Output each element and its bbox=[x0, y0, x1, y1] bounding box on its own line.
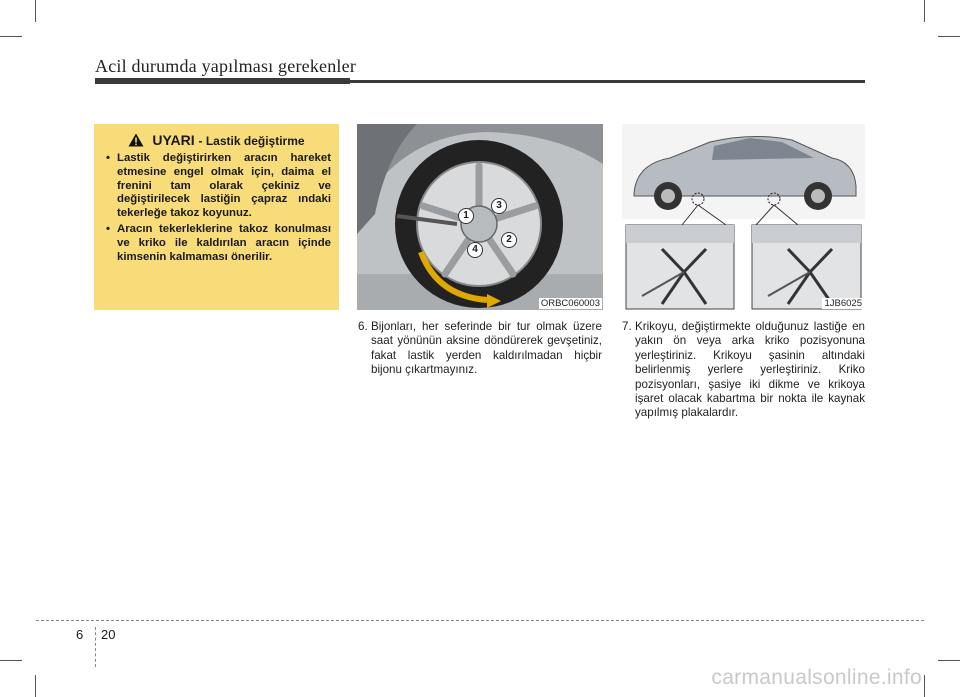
footer-rule bbox=[36, 620, 924, 621]
warning-subtitle: - Lastik değiştirme bbox=[198, 134, 305, 148]
bolt-label-4: 4 bbox=[467, 242, 483, 258]
figure-code: 1JB6025 bbox=[822, 298, 864, 309]
step-text: Krikoyu, değiştirmekte olduğunuz lastiğe… bbox=[635, 320, 865, 420]
crop-mark bbox=[35, 0, 36, 22]
crop-mark bbox=[924, 0, 925, 22]
car-jack-illustration bbox=[622, 124, 865, 310]
step-7: 7. Krikoyu, değiştirmekte olduğunuz last… bbox=[622, 320, 865, 421]
warning-item: Lastik değiştirirken aracın hareket etme… bbox=[102, 152, 331, 221]
step-number: 6. bbox=[358, 320, 368, 333]
crop-mark bbox=[0, 660, 22, 661]
crop-mark bbox=[35, 675, 36, 697]
step-number: 7. bbox=[622, 320, 632, 333]
page-number: 20 bbox=[101, 627, 116, 642]
bolt-label-2: 2 bbox=[501, 232, 517, 248]
bolt-label-3: 3 bbox=[491, 198, 507, 214]
bolt-label-1: 1 bbox=[458, 208, 474, 224]
step-text: Bijonları, her seferinde bir tur olmak ü… bbox=[371, 320, 602, 377]
warning-list: Lastik değiştirirken aracın hareket etme… bbox=[102, 152, 331, 264]
warning-label: UYARI bbox=[152, 132, 195, 148]
crop-mark bbox=[0, 36, 22, 37]
warning-box: UYARI - Lastik değiştirme Lastik değişti… bbox=[94, 124, 339, 310]
warning-item: Aracın tekerleklerine takoz konulması ve… bbox=[102, 223, 331, 264]
chapter-number: 6 bbox=[76, 627, 84, 642]
wheel-illustration bbox=[357, 124, 603, 310]
header-rule bbox=[95, 80, 865, 83]
warning-triangle-icon bbox=[128, 133, 144, 147]
footer-divider bbox=[95, 627, 96, 667]
wheel-figure: 1 2 3 4 ORBC060003 bbox=[357, 124, 603, 310]
crop-mark bbox=[938, 660, 960, 661]
figure-code: ORBC060003 bbox=[538, 298, 602, 309]
watermark: carmanualsonline.info bbox=[711, 666, 922, 689]
warning-title: UYARI - Lastik değiştirme bbox=[102, 132, 331, 148]
step-6: 6. Bijonları, her seferinde bir tur olma… bbox=[358, 320, 602, 378]
jack-figure: 1JB6025 bbox=[622, 124, 865, 310]
crop-mark bbox=[938, 36, 960, 37]
crop-mark bbox=[924, 675, 925, 697]
section-title: Acil durumda yapılması gerekenler bbox=[95, 56, 357, 76]
